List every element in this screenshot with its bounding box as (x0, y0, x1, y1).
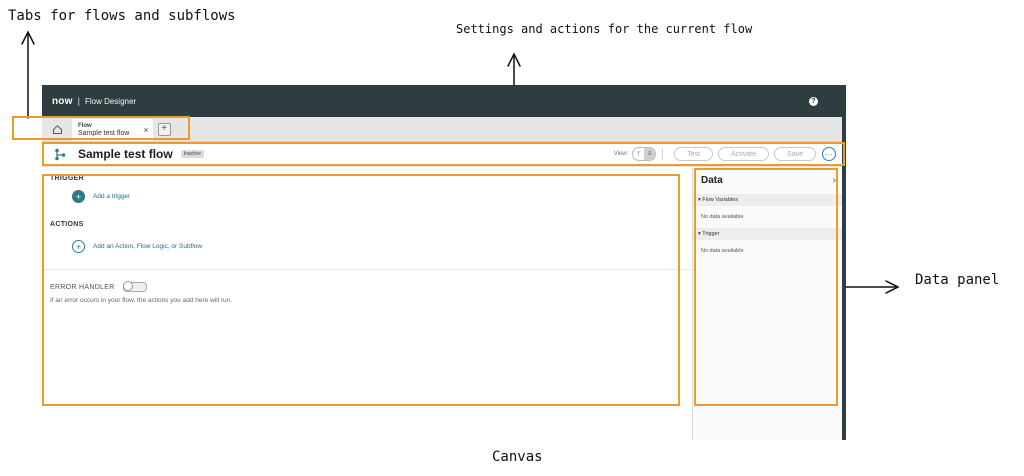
flow-title: Sample test flow (78, 147, 173, 161)
arrow-data-panel-head (885, 280, 900, 294)
home-tab[interactable] (42, 117, 72, 141)
test-button[interactable]: Test (674, 147, 714, 161)
error-handler-label: ERROR HANDLER (50, 283, 115, 291)
annotation-tabs: Tabs for flows and subflows (8, 8, 236, 24)
flow-header: Sample test flow Inactive View: ⊤ ≡ Test… (42, 142, 842, 167)
top-bar: now | Flow Designer ? (42, 85, 842, 117)
data-section-empty: No data available (701, 248, 744, 254)
status-badge: Inactive (180, 150, 204, 158)
add-tab-button[interactable]: + (157, 122, 171, 136)
data-section-trigger[interactable]: ▾ Trigger (693, 228, 842, 240)
help-icon[interactable]: ? (809, 96, 818, 106)
annotation-data-panel: Data panel (915, 272, 1000, 288)
canvas: TRIGGER + Add a trigger ACTIONS + Add an… (42, 167, 692, 440)
activate-button[interactable]: Activate (718, 147, 770, 161)
arrow-tabs-head (21, 30, 35, 45)
trigger-section-label: TRIGGER (50, 175, 84, 182)
now-logo: now (52, 95, 73, 107)
add-action-link[interactable]: Add an Action, Flow Logic, or Subflow (93, 243, 203, 250)
add-action-row[interactable]: + Add an Action, Flow Logic, or Subflow (72, 240, 692, 253)
app-title: Flow Designer (84, 96, 137, 106)
tab-sample-test-flow[interactable]: Flow Sample test flow × (72, 119, 153, 141)
annotation-settings: Settings and actions for the current flo… (456, 22, 753, 36)
data-section-flow-variables[interactable]: ▾ Flow Variables (693, 194, 842, 206)
data-panel-title: Data (701, 175, 723, 186)
toolbar-divider (662, 149, 664, 159)
canvas-divider (42, 269, 692, 270)
logo-separator: | (77, 96, 80, 106)
list-view-icon[interactable]: ≡ (644, 148, 656, 160)
tree-view-icon[interactable]: ⊤ (636, 151, 642, 158)
data-section-label: Trigger (702, 231, 720, 237)
main-area: TRIGGER + Add a trigger ACTIONS + Add an… (42, 167, 842, 440)
toggle-knob (122, 281, 133, 291)
close-icon[interactable]: × (143, 125, 149, 135)
arrow-settings-head (507, 52, 521, 67)
save-button[interactable]: Save (774, 147, 816, 161)
add-trigger-link[interactable]: Add a trigger (93, 193, 131, 200)
add-action-icon[interactable]: + (72, 240, 85, 253)
more-options-button[interactable]: ··· (822, 147, 836, 161)
add-trigger-row[interactable]: + Add a trigger (72, 190, 692, 203)
flow-branch-icon (55, 148, 66, 160)
view-label: View: (613, 151, 629, 157)
data-panel: Data › ▾ Flow Variables No data availabl… (692, 167, 842, 440)
tab-bar: Flow Sample test flow × + (42, 117, 842, 142)
data-section-label: Flow Variables (702, 197, 738, 203)
annotation-canvas: Canvas (492, 449, 543, 465)
tab-name: Sample test flow (78, 130, 130, 137)
actions-section-label: ACTIONS (50, 221, 84, 228)
home-icon (52, 124, 62, 134)
data-section-empty: No data available (701, 214, 744, 220)
chevron-right-icon[interactable]: › (832, 175, 836, 186)
error-handler-description: If an error occurs in your flow, the act… (50, 297, 233, 304)
flow-designer-window: now | Flow Designer ? Flow Sample test f… (42, 85, 846, 440)
error-handler-row: ERROR HANDLER (50, 281, 692, 292)
add-trigger-icon[interactable]: + (72, 190, 85, 203)
view-toggle[interactable]: ⊤ ≡ (632, 147, 657, 161)
tab-type: Flow (78, 123, 92, 129)
error-handler-toggle[interactable] (122, 281, 147, 292)
